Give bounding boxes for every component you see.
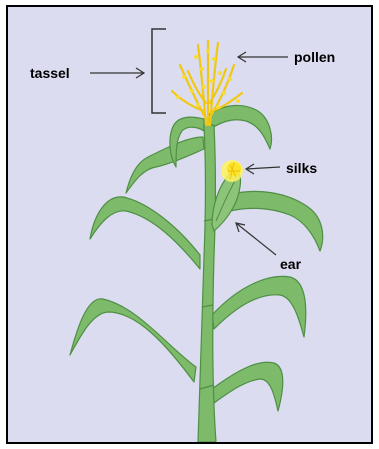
leaf-mid-right <box>212 276 306 337</box>
leaf-upper-left <box>126 137 204 193</box>
corn-plant-diagram: tassel pollen silks ear <box>8 7 371 442</box>
pollen-label: pollen <box>294 49 335 65</box>
tassel-arrow <box>90 68 144 78</box>
leaf-bottom-left <box>70 299 196 382</box>
diagram-frame: tassel pollen silks ear <box>6 5 373 444</box>
leaf-lower-left <box>90 197 200 269</box>
silks-label: silks <box>286 160 317 176</box>
tassel-label: tassel <box>30 65 70 81</box>
silks-shape <box>221 160 243 182</box>
ear-arrow <box>236 223 276 255</box>
leaf-lower-right <box>212 362 283 411</box>
leaf-right-upper <box>228 191 323 251</box>
tassel-bracket <box>152 29 166 113</box>
pollen-arrow <box>238 52 288 62</box>
ear-label: ear <box>280 256 302 272</box>
silks-arrow <box>246 164 280 174</box>
leaf-top-right <box>208 105 272 149</box>
stalk <box>198 125 216 442</box>
